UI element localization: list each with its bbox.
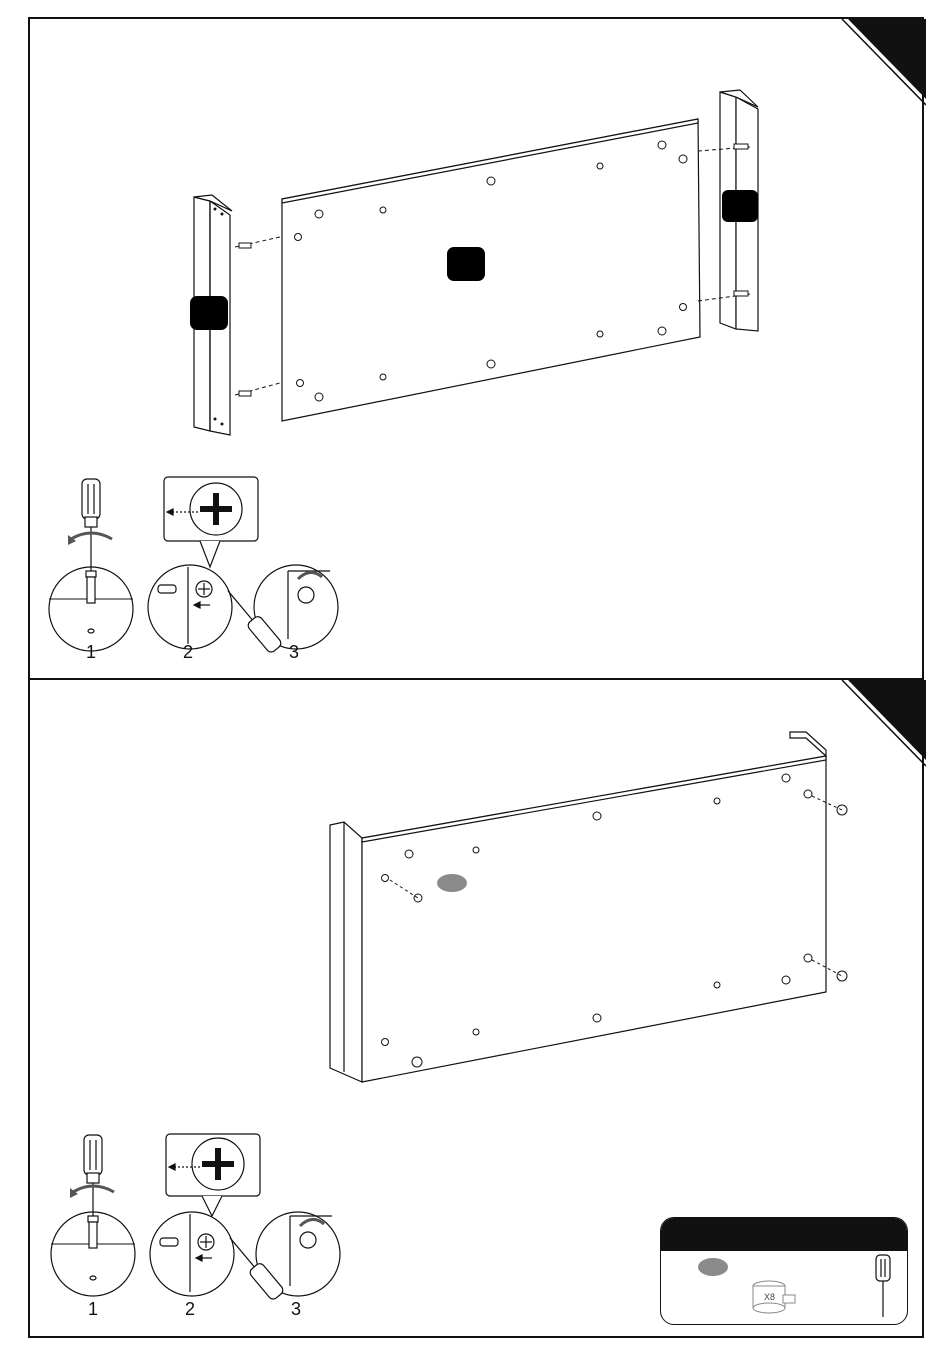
step-panel-2: 1 2 3 X8	[28, 678, 924, 1338]
cam-lock-icon	[158, 585, 176, 593]
parts-legend-header	[661, 1218, 907, 1251]
detail-2-label: 2	[178, 1299, 202, 1320]
right-panel-callout	[722, 190, 758, 222]
detail-3-tighten	[222, 565, 338, 654]
cam-lock-icon	[160, 1238, 178, 1246]
phillips-head-icon	[190, 483, 242, 535]
step-1-illustration	[30, 19, 926, 682]
cam-lock-quantity: X8	[764, 1292, 775, 1302]
left-dowels	[235, 237, 280, 396]
back-board-callout	[447, 247, 485, 281]
left-panel-callout	[190, 296, 228, 330]
back-board	[282, 119, 700, 421]
detail-1-screwdriver-bolt	[51, 1135, 135, 1296]
detail-3-tighten	[224, 1212, 340, 1301]
step-2-corner-tab	[848, 680, 926, 760]
detail-1-label: 1	[81, 1299, 105, 1320]
screwdriver-icon	[84, 1135, 102, 1216]
detail-1-label: 1	[79, 642, 103, 663]
part-marker-icon	[698, 1258, 728, 1276]
detail-2-label: 2	[176, 642, 200, 663]
screwdriver-icon	[82, 479, 100, 571]
assembled-frame	[330, 732, 826, 1082]
step-1-corner-tab	[848, 19, 926, 99]
phillips-head-icon	[192, 1138, 244, 1190]
detail-2-cam-lock	[148, 477, 258, 649]
detail-2-cam-lock	[150, 1134, 260, 1296]
parts-legend: X8	[660, 1217, 908, 1325]
part-marker-callout	[437, 874, 467, 892]
detail-3-label: 3	[284, 1299, 308, 1320]
screwdriver-icon	[876, 1255, 890, 1317]
detail-1-screwdriver-bolt	[49, 479, 133, 651]
parts-legend-content	[661, 1251, 908, 1325]
detail-3-label: 3	[282, 642, 306, 663]
step-panel-1: 1 2 3	[28, 17, 924, 680]
